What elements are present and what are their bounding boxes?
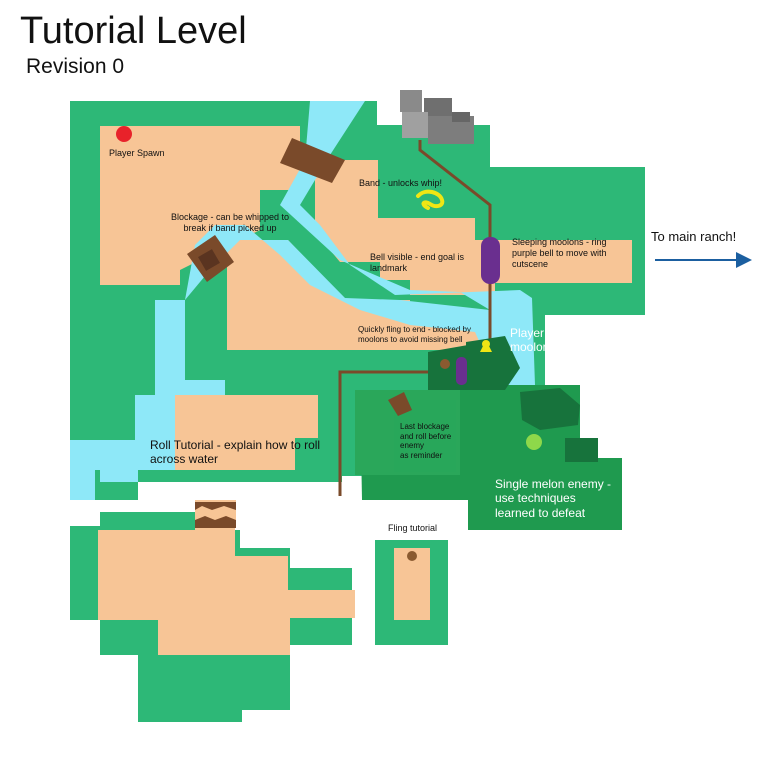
arrow-right-icon bbox=[655, 252, 752, 268]
rings-bell-line1: Player rings bell to move bbox=[510, 326, 642, 340]
river-water bbox=[70, 101, 535, 500]
bell-visible-label: Bell visible - end goal is landmark bbox=[370, 252, 464, 274]
last-blockage bbox=[388, 392, 412, 416]
sleeping-moolons-label: Sleeping moolons - ring purple bell to m… bbox=[512, 237, 607, 269]
fling-tutorial-label: Fling tutorial bbox=[388, 523, 438, 533]
melon-enemy-label: Single melon enemy - use techniques lear… bbox=[495, 477, 611, 520]
sleeping-line2: purple bell to move with bbox=[512, 247, 607, 258]
blockage-label: Blockage - can be whipped to break if ba… bbox=[160, 212, 300, 234]
sleeping-line1: Sleeping moolons - ring bbox=[512, 237, 607, 247]
last-blockage-line4: as reminder bbox=[400, 450, 443, 460]
band-icon bbox=[416, 189, 445, 210]
last-blockage-line3: enemy bbox=[400, 441, 425, 451]
bridge-upper bbox=[280, 138, 345, 183]
roll-bridge-top bbox=[195, 502, 236, 510]
purple-bell[interactable] bbox=[481, 237, 500, 284]
blockage-label-line2: break if band picked up bbox=[183, 222, 277, 233]
quick-fling-line1: Quickly fling to end - blocked by bbox=[358, 325, 471, 334]
roll-tutorial-label: Roll Tutorial - explain how to roll acro… bbox=[150, 438, 320, 467]
melon-line2: use techniques bbox=[495, 491, 576, 506]
last-blockage-line2: and roll before bbox=[400, 431, 452, 441]
fling-marker bbox=[407, 551, 417, 561]
melon-line1: Single melon enemy - bbox=[495, 477, 612, 491]
roll-tutorial-line1: Roll Tutorial - explain how to roll bbox=[150, 438, 321, 452]
melon-line3: learned to defeat bbox=[495, 505, 586, 520]
bell-visible-line2: landmark bbox=[370, 262, 408, 273]
to-main-ranch-label: To main ranch! bbox=[651, 229, 737, 244]
quick-fling-line2: moolons to avoid missing bell bbox=[358, 334, 463, 344]
rocks bbox=[400, 90, 474, 144]
player-spawn-marker bbox=[116, 126, 132, 142]
page-title: Tutorial Level bbox=[20, 10, 247, 52]
rings-bell-line2: moolons & end tutorial! bbox=[510, 340, 633, 355]
roll-tutorial-line2: across water bbox=[150, 452, 219, 467]
last-blockage-label: Last blockage and roll before enemy as r… bbox=[400, 422, 451, 460]
last-blockage-line1: Last blockage bbox=[400, 422, 450, 431]
bell-visible-line1: Bell visible - end goal is bbox=[370, 252, 465, 262]
band-label: Band - unlocks whip! bbox=[359, 178, 443, 188]
roll-bridge-bottom bbox=[195, 516, 236, 528]
page-subtitle: Revision 0 bbox=[26, 55, 125, 78]
blockage-label-line1: Blockage - can be whipped to bbox=[170, 212, 290, 222]
moolon-marker bbox=[440, 359, 450, 369]
wooden-blockages bbox=[187, 138, 345, 528]
player-spawn-label: Player Spawn bbox=[109, 148, 165, 158]
melon-enemy-icon bbox=[526, 434, 542, 450]
purple-bell-small[interactable] bbox=[456, 357, 467, 385]
rings-bell-label: Player rings bell to move moolons & end … bbox=[510, 326, 641, 355]
quick-fling-label: Quickly fling to end - blocked by moolon… bbox=[358, 325, 471, 344]
sleeping-line3: cutscene bbox=[512, 258, 549, 269]
